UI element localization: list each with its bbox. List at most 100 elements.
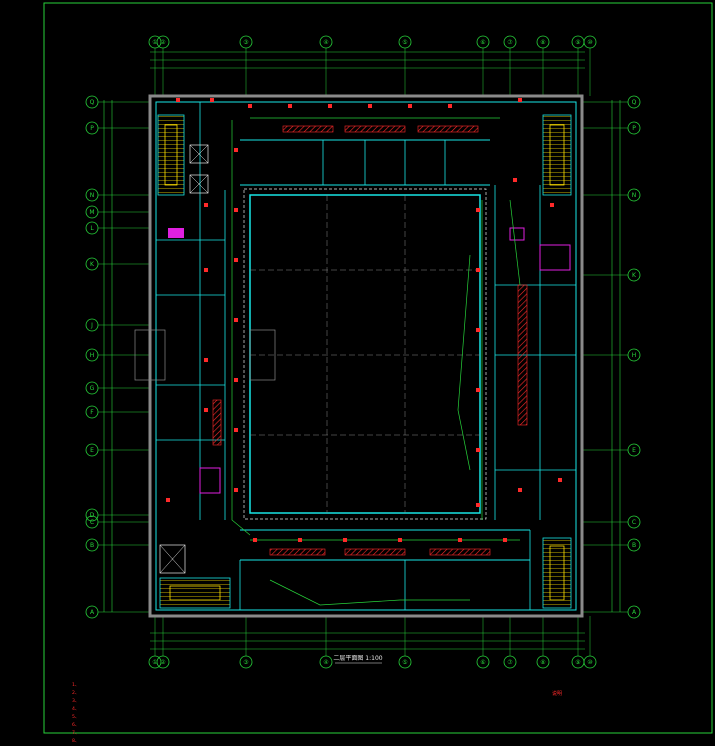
device-marker [458,538,462,542]
device-marker [408,104,412,108]
general-notes: 1、2、3、4、5、6、7、8、 [72,682,542,746]
svg-text:N: N [90,192,95,199]
svg-text:N: N [632,192,637,199]
axis-bubble-top: ④ [319,35,333,49]
fire-devices [166,98,562,542]
axis-bubble-left: H [85,348,99,362]
svg-text:②: ② [160,39,166,46]
left-wing [134,102,276,520]
stair-core-sw [159,544,231,609]
axis-bubble-left: K [85,257,99,271]
building-outline [148,94,584,618]
wiring-routes [231,117,521,606]
device-marker [234,428,238,432]
device-marker [476,208,480,212]
axis-bubble-bottom: ⑦ [503,655,517,669]
svg-text:A: A [90,609,95,616]
svg-text:⑥: ⑥ [480,659,485,666]
device-marker [476,328,480,332]
svg-text:③: ③ [243,39,248,46]
device-marker [503,538,507,542]
svg-text:⑨: ⑨ [575,39,580,46]
axis-bubble-left: E [85,443,99,457]
svg-text:E: E [632,447,636,454]
device-marker [234,318,238,322]
note-line: 8、 [72,739,80,744]
axis-bubble-left: M [85,205,99,219]
courtyard-grid [243,188,487,520]
note-line: 3、 [72,699,80,704]
svg-text:⑥: ⑥ [480,39,485,46]
axis-bubble-left: A [85,605,99,619]
axis-bubble-bottom: ④ [319,655,333,669]
axis-bubble-top: ⑨ [571,35,585,49]
axis-bubble-left: Q [85,95,99,109]
svg-text:⑤: ⑤ [402,39,407,46]
device-marker [176,98,180,102]
svg-text:④: ④ [323,659,328,666]
axis-bubble-right: H [627,348,641,362]
axis-bubble-left: P [85,121,99,135]
svg-text:⑧: ⑧ [540,39,545,46]
axis-bubble-top: ① [148,35,162,49]
device-marker [476,503,480,507]
device-marker [234,488,238,492]
note-line: 6、 [72,723,80,728]
note-line: 1、 [72,683,80,688]
svg-text:P: P [90,125,94,132]
svg-text:H: H [632,352,637,359]
device-marker [558,478,562,482]
device-marker [204,408,208,412]
axis-bubble-right: N [627,188,641,202]
device-marker [204,203,208,207]
axis-bubble-top: ⑩ [583,35,597,49]
device-marker [234,148,238,152]
bottom-rooms [239,529,531,610]
svg-text:B: B [632,542,636,549]
svg-text:Q: Q [632,99,637,106]
svg-text:K: K [632,272,637,279]
axis-bubble-bottom: ③ [239,655,253,669]
note-line: 5、 [72,715,80,720]
axis-bubble-top: ② [156,35,170,49]
device-marker [204,358,208,362]
axis-bubble-bottom: ② [156,655,170,669]
svg-text:L: L [90,225,94,232]
stair-core-nw [157,114,185,196]
axis-bubble-top: ⑥ [476,35,490,49]
axis-bubble-left: B [85,538,99,552]
svg-text:①: ① [152,659,157,666]
axis-bubble-right: P [627,121,641,135]
legend-title: 说明 [552,691,563,697]
device-marker [550,203,554,207]
device-marker [513,178,517,182]
axis-bubble-bottom: ⑧ [536,655,550,669]
axis-bubble-left: L [85,221,99,235]
svg-text:①: ① [152,39,157,46]
device-marker [253,538,257,542]
svg-text:④: ④ [323,39,328,46]
device-marker [448,104,452,108]
svg-text:⑦: ⑦ [507,659,513,666]
svg-text:K: K [90,261,95,268]
stair-core-ne [542,114,572,196]
svg-text:E: E [90,447,94,454]
axis-bubble-bottom: ⑥ [476,655,490,669]
device-marker [234,378,238,382]
note-line: 7、 [72,731,80,736]
device-marker [518,488,522,492]
drawing-frame [43,2,713,734]
note-line: 2、 [72,691,80,696]
svg-text:②: ② [160,659,166,666]
drawing-title: 二层平面图 1:100 [333,655,382,662]
axis-bubble-top: ③ [239,35,253,49]
axis-bubble-top: ⑤ [398,35,412,49]
svg-text:Q: Q [90,99,95,106]
axis-bubble-left: F [85,405,99,419]
axis-bubble-right: A [627,605,641,619]
svg-text:⑩: ⑩ [587,659,592,666]
device-marker [234,208,238,212]
